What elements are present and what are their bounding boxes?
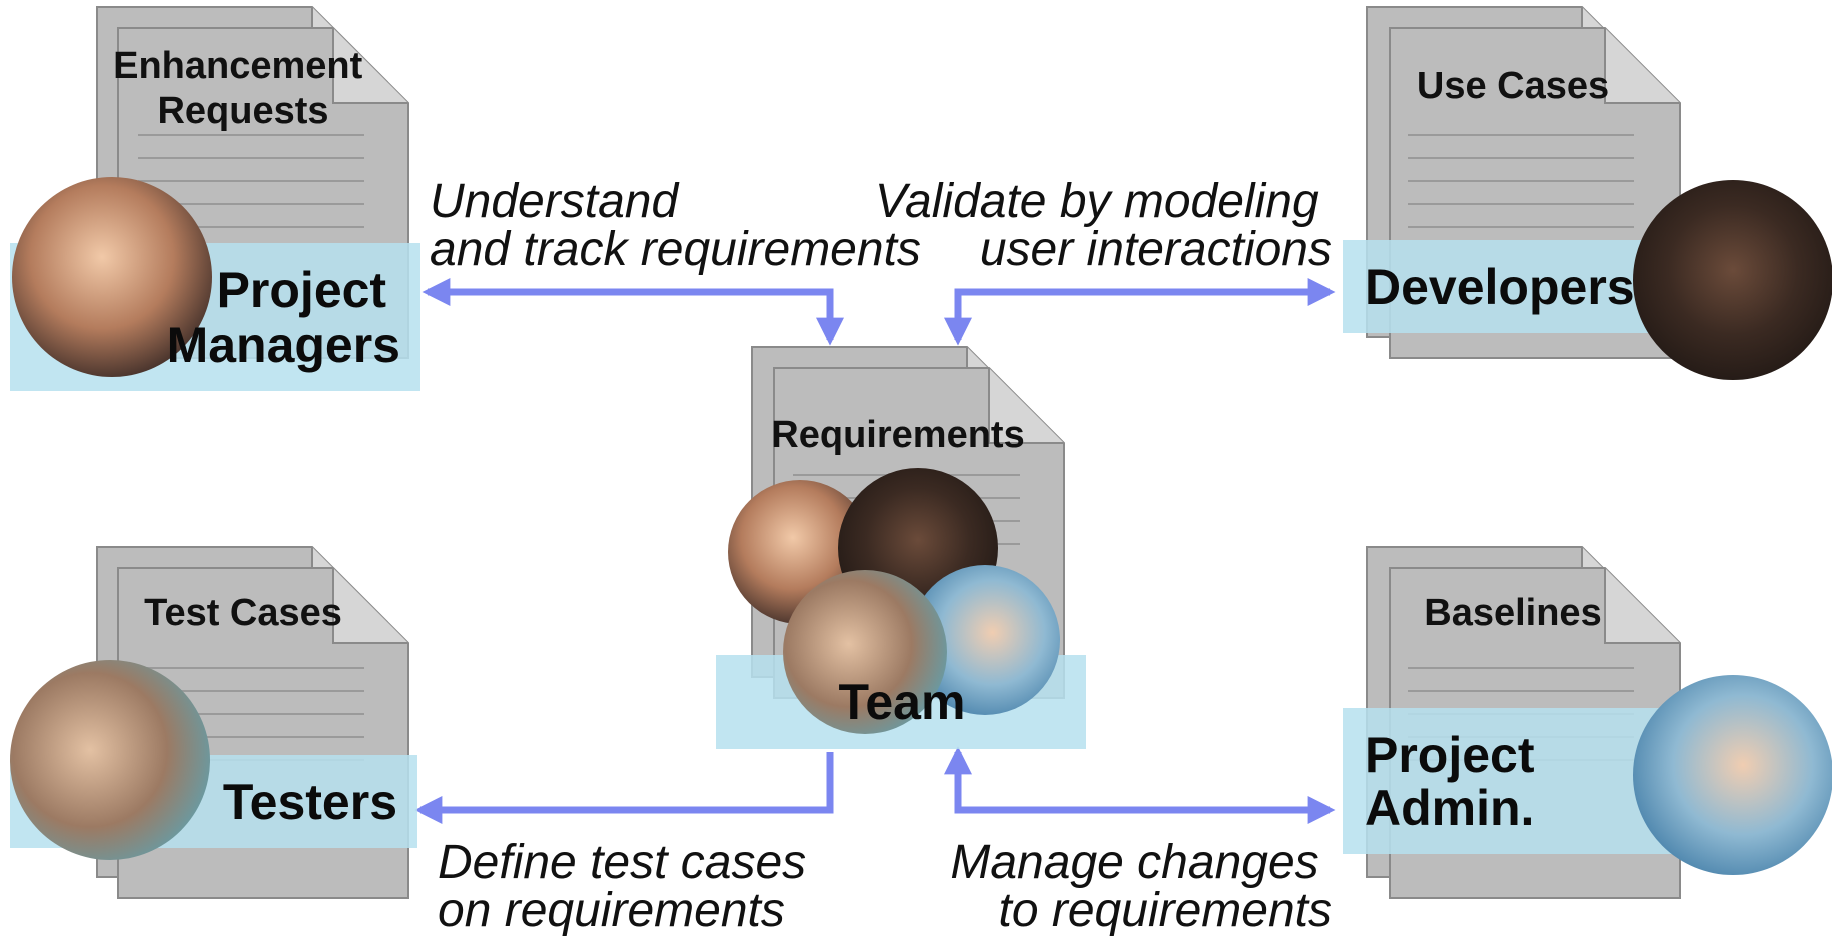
enhancement-requests-document: Enhancement Requests [96,6,409,359]
project-admin-avatar [1633,675,1832,875]
define-caption: Define test cases on requirements [438,836,820,937]
use-cases-title: Use Cases [1417,65,1609,107]
requirements-title: Requirements [771,414,1024,456]
validate-caption: Validate by modeling user interactions [875,175,1332,276]
arrow-team-to-project-managers [422,278,844,346]
project-managers-node: Enhancement Requests Project Managers [10,6,420,391]
arrow-team-to-testers [414,752,834,824]
enhancement-requests-title: Enhancement Requests [113,45,373,132]
test-cases-document: Test Cases [96,546,409,899]
project-admin-node: Baselines Project Admin. [1343,546,1832,899]
team-label: Team [839,674,966,730]
project-managers-label: Project Managers [167,262,400,373]
use-cases-document: Use Cases [1366,6,1681,359]
project-manager-avatar [12,177,212,377]
testers-node: Test Cases Testers [10,546,417,899]
testers-label: Testers [223,774,397,830]
team-node: Requirements Team [716,346,1086,749]
team-member-avatar-4 [783,570,947,734]
arrow-team-to-project-admin [944,746,1336,824]
developer-avatar [1633,180,1832,380]
team-member-avatar-3 [910,565,1060,715]
test-cases-title: Test Cases [144,592,342,634]
team-avatar-group [728,468,1060,734]
project-admin-label: Project Admin. [1365,727,1548,836]
connector-arrows [414,278,1336,824]
manage-caption: Manage changes to requirements [950,836,1332,937]
arrow-team-to-developers [944,278,1336,346]
baselines-title: Baselines [1424,592,1601,634]
developers-label: Developers [1365,259,1635,315]
tester-avatar [10,660,210,860]
developers-node: Use Cases Developers [1343,6,1832,380]
understand-caption: Understand and track requirements [430,175,921,276]
